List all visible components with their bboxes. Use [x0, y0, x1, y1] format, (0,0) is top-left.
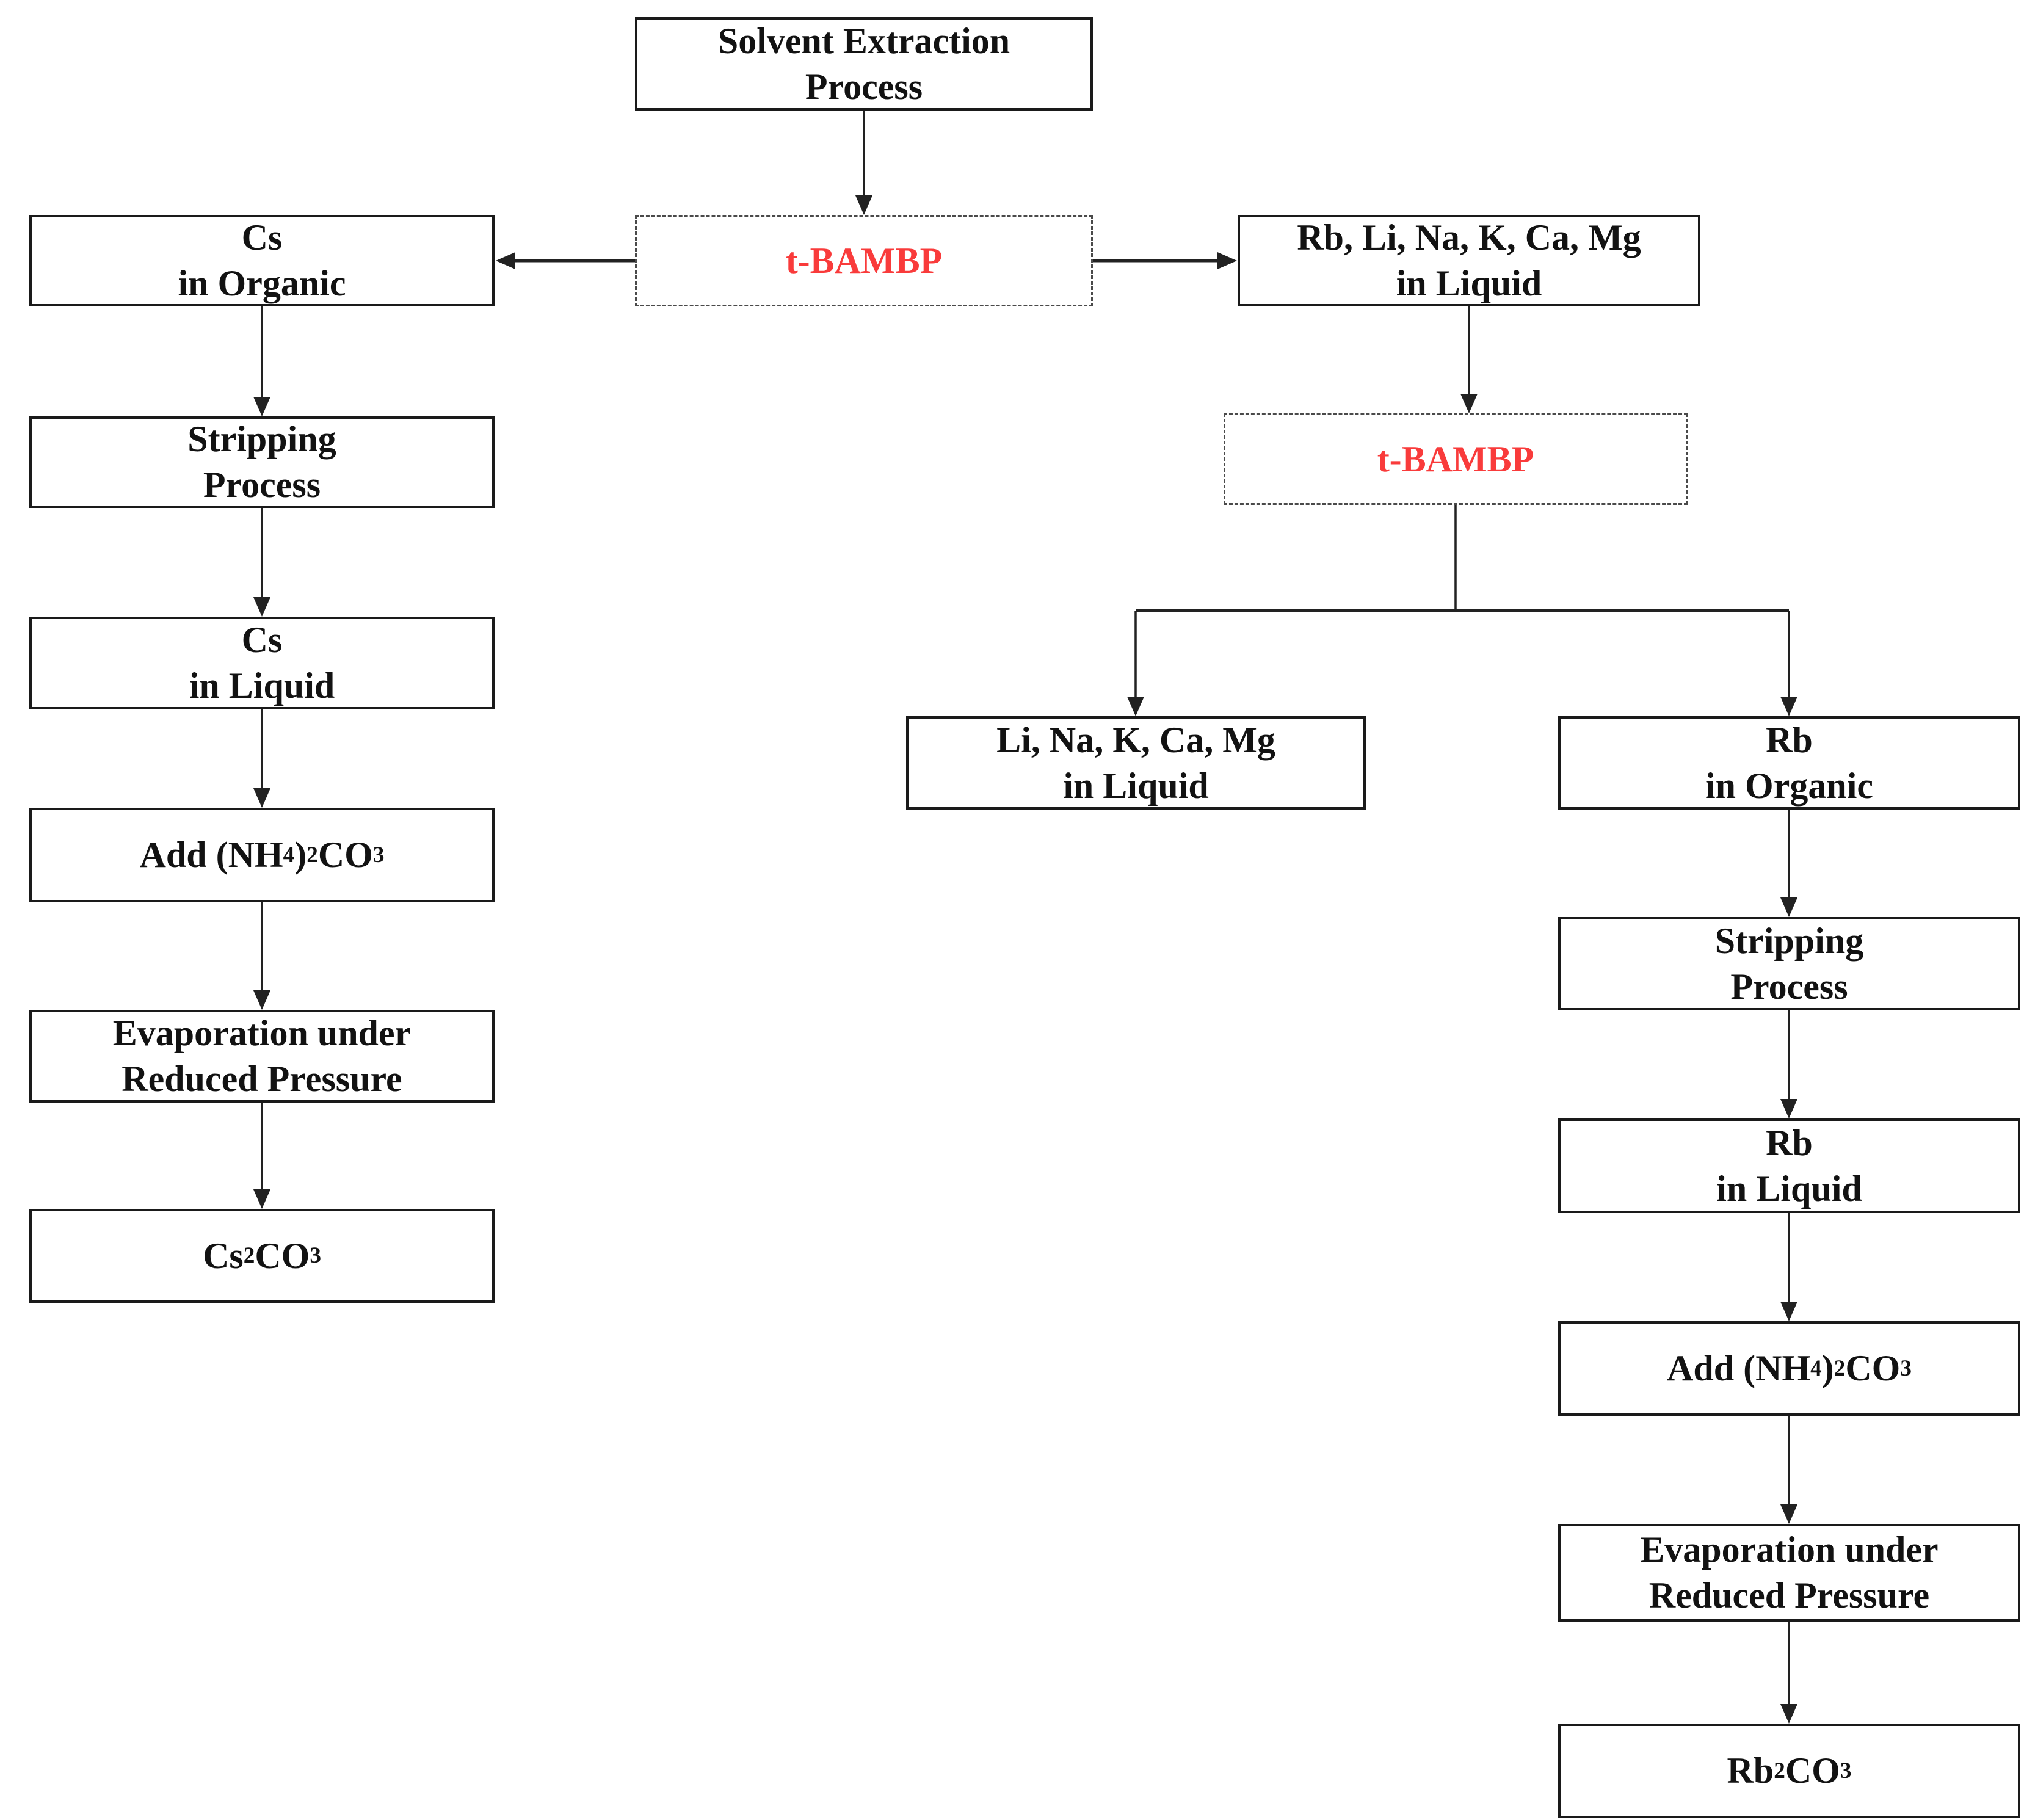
- arrow-stripping-to-cs-liquid: [253, 508, 270, 617]
- arrow-tbambp-to-cs-in-organic: [496, 252, 635, 269]
- arrow-rb-organic-to-stripping: [1780, 810, 1797, 917]
- arrow-add-carbonate-to-evaporation-rb: [1780, 1416, 1797, 1524]
- arrow-solvent-to-tbambp: [855, 111, 872, 215]
- arrow-add-carbonate-to-evaporation-cs: [253, 902, 270, 1010]
- arrow-stripping-to-rb-liquid: [1780, 1010, 1797, 1118]
- arrow-rb-liquid-to-add-carbonate: [1780, 1213, 1797, 1321]
- node-t-bambp-extractant-right: t-BAMBP: [1224, 413, 1688, 505]
- arrow-cs-liquid-to-add-carbonate: [253, 709, 270, 808]
- split-connector-tbambp2: [1127, 505, 1797, 716]
- arrow-evaporation-to-cs2co3: [253, 1103, 270, 1209]
- arrow-cs-organic-to-stripping: [253, 306, 270, 416]
- arrow-evaporation-to-rb2co3: [1780, 1622, 1797, 1724]
- arrow-tbambp-to-rb-li-na-k-ca-mg: [1093, 252, 1237, 269]
- arrow-rb-li-liquid-to-tbambp2: [1460, 306, 1478, 413]
- node-t-bambp-extractant-top: t-BAMBP: [635, 215, 1093, 306]
